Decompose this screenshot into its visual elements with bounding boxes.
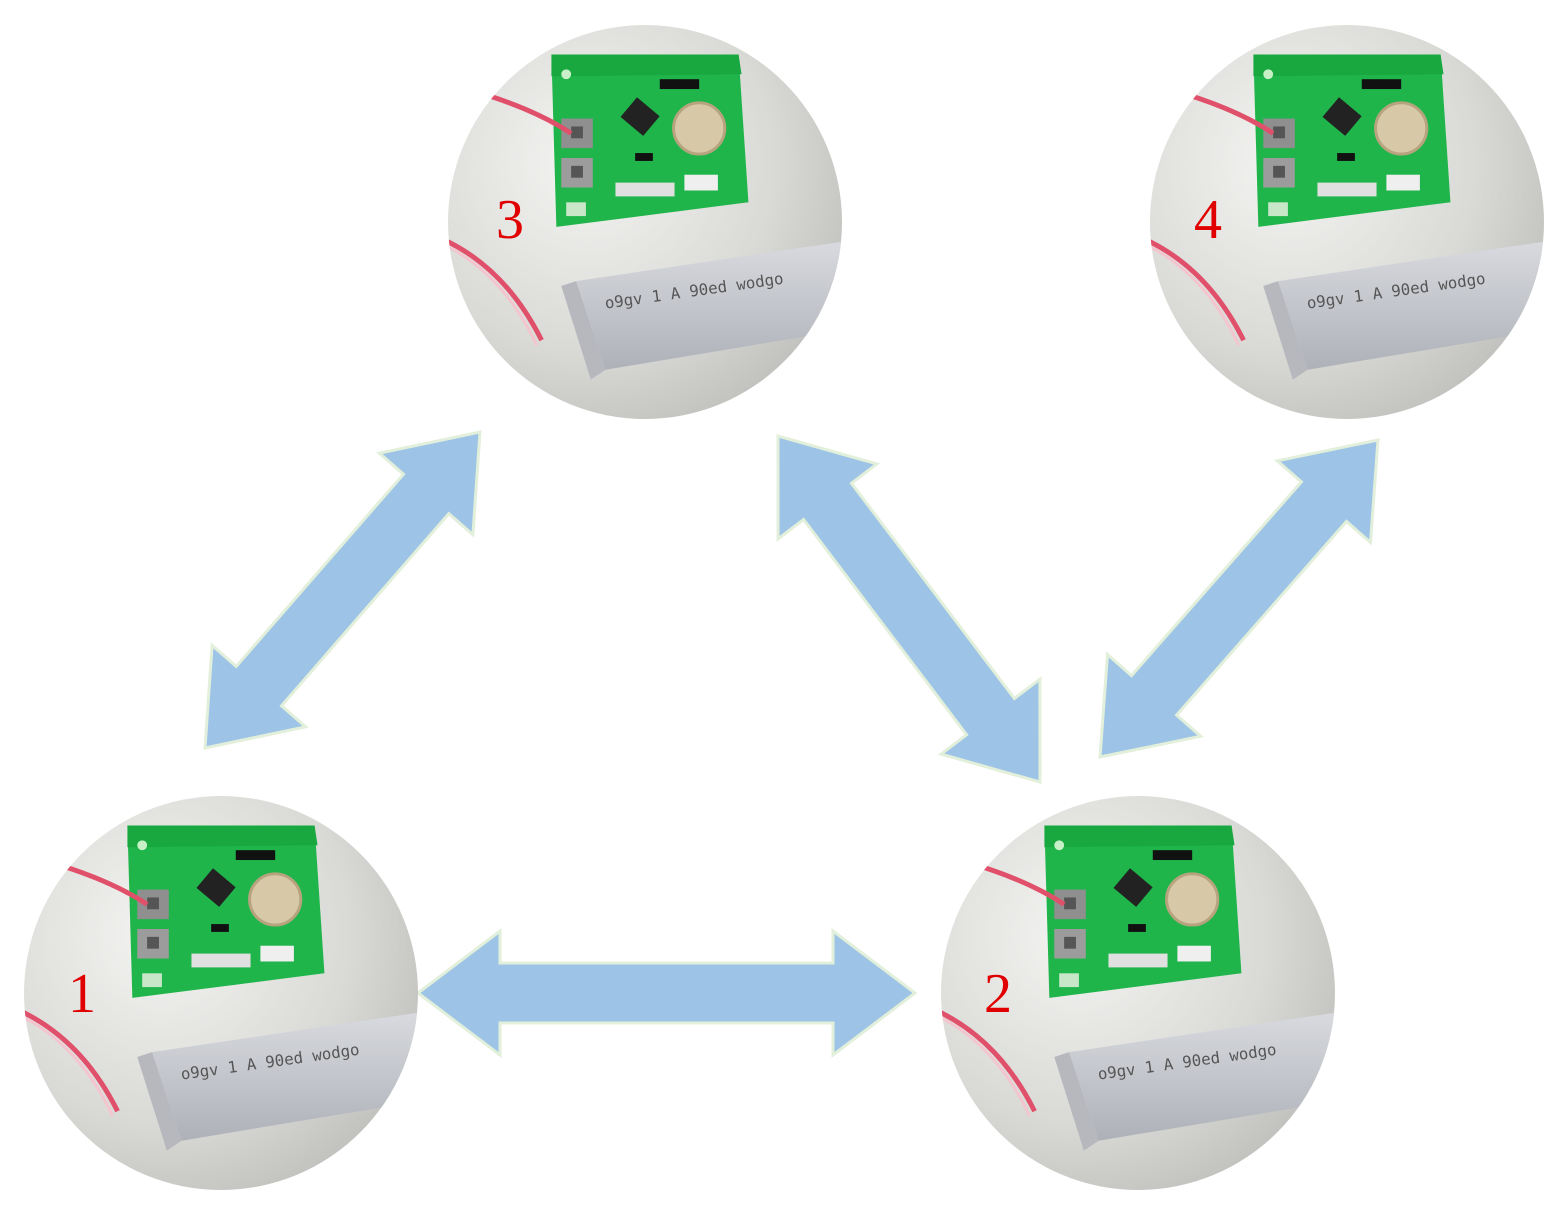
node-label: 1 — [68, 963, 96, 1025]
arrow-1-3 — [203, 430, 482, 750]
node-4: 4 — [1150, 25, 1544, 419]
node-3: 3 — [448, 25, 842, 419]
arrow-3-2 — [776, 434, 1042, 784]
node-label: 2 — [984, 963, 1012, 1025]
node-2: 2 — [941, 796, 1335, 1190]
node-1: 1 — [24, 796, 418, 1190]
arrow-4-2 — [1098, 438, 1380, 759]
edges-layer — [203, 430, 1380, 1059]
arrow-1-2 — [415, 927, 918, 1059]
node-label: 4 — [1194, 189, 1222, 251]
node-label: 3 — [496, 189, 524, 251]
